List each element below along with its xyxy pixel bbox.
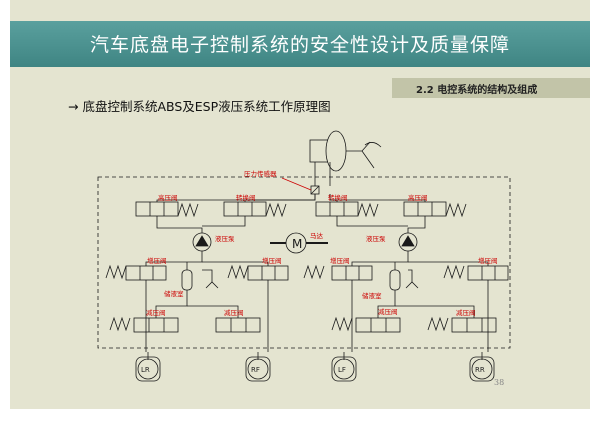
label-switch-valve-left: 转换阀 (236, 193, 256, 202)
label-inlet-valve-4: 增压阀 (478, 256, 498, 265)
wheel-label-lf: LF (338, 366, 346, 374)
section-tag: 2.2 电控系统的结构及组成 (392, 78, 590, 98)
slide-subtitle: → 底盘控制系统ABS及ESP液压系统工作原理图 (68, 99, 331, 114)
label-accumulator-left: 储液室 (164, 289, 184, 298)
label-outlet-valve-3: 减压阀 (378, 307, 398, 316)
label-accumulator-right: 储液室 (362, 291, 382, 300)
hydraulic-diagram: 压力传感器 高压阀 转换阀 转换阀 高压阀 液压泵 液压泵 马达 M 增压阀 增… (97, 130, 511, 382)
label-outlet-valve-4: 减压阀 (456, 308, 476, 317)
label-high-pressure-valve-left: 高压阀 (158, 193, 178, 202)
wheel-label-lr: LR (141, 366, 150, 374)
check-valve-right (405, 281, 419, 289)
outlet-valve-2 (215, 317, 261, 333)
switch-valve-left (223, 201, 287, 218)
inlet-valve-4 (443, 264, 509, 281)
inlet-valve-2 (227, 264, 289, 281)
high-pressure-valve-right (403, 201, 467, 218)
outlet-valve-1 (109, 316, 179, 333)
outlet-valve-3 (331, 316, 401, 333)
motor-symbol: M (292, 237, 302, 251)
hcu-boundary (97, 176, 511, 349)
hydraulic-lines (145, 194, 489, 360)
label-pressure-sensor: 压力传感器 (244, 169, 277, 178)
accumulator-left (181, 269, 193, 291)
label-inlet-valve-2: 增压阀 (262, 256, 282, 265)
accumulator-right (389, 269, 401, 291)
title-bar: 汽车底盘电子控制系统的安全性设计及质量保障 (10, 21, 590, 67)
outlet-valve-4 (427, 316, 497, 333)
switch-valve-right (315, 201, 379, 218)
label-outlet-valve-1: 减压阀 (146, 308, 166, 317)
pedal-spring (364, 142, 382, 148)
label-inlet-valve-3: 增压阀 (330, 256, 350, 265)
wheel-label-rr: RR (475, 366, 485, 374)
wheel-rf (247, 358, 269, 380)
label-pump-right: 液压泵 (366, 234, 386, 243)
brake-booster (325, 130, 347, 172)
label-pump-left: 液压泵 (215, 234, 235, 243)
check-valve-left (205, 281, 219, 289)
label-high-pressure-valve-right: 高压阀 (408, 193, 428, 202)
inlet-valve-1 (105, 264, 167, 281)
section-label: 2.2 电控系统的结构及组成 (416, 85, 538, 96)
wheel-lf (333, 358, 355, 380)
slide: 汽车底盘电子控制系统的安全性设计及质量保障 2.2 电控系统的结构及组成 → 底… (10, 0, 590, 409)
wheel-lr (137, 358, 159, 380)
wheel-label-rf: RF (251, 366, 260, 374)
slide-title: 汽车底盘电子控制系统的安全性设计及质量保障 (89, 34, 510, 56)
brake-pedal (346, 141, 375, 169)
label-inlet-valve-1: 增压阀 (147, 256, 167, 265)
page-number: 38 (494, 378, 505, 387)
inlet-valve-3 (303, 264, 373, 281)
high-pressure-valve-left (135, 201, 199, 218)
label-outlet-valve-2: 减压阀 (224, 308, 244, 317)
label-switch-valve-right: 转换阀 (328, 193, 348, 202)
wheel-rr (471, 358, 493, 380)
label-motor: 马达 (310, 231, 324, 240)
